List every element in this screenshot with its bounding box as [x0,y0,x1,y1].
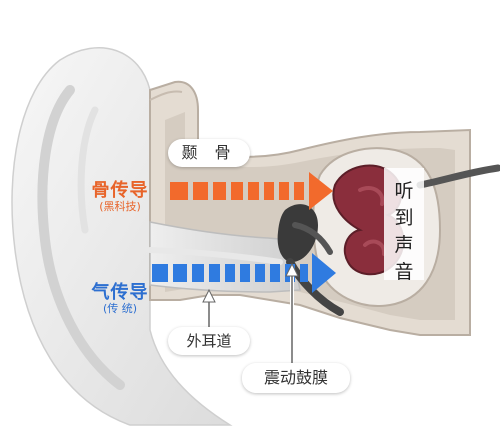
bone-conduction-label: 骨传导 [91,180,149,201]
air-conduction-label: 气传导 [91,282,149,303]
ear-canal-label: 外耳道 [168,327,250,355]
outer-ear [11,47,233,426]
bone-conduction-arrow [170,172,333,210]
bone-conduction-note: (黑科技) [99,200,141,213]
hear-sound-panel [384,168,424,280]
eardrum-pointer [285,262,299,363]
temporal-bone-label: 颞 骨 [168,139,250,167]
auditory-nerve [416,164,500,189]
hear-sound-label: 听到声音 [394,180,414,283]
air-conduction-note: (传 统) [102,302,138,315]
ear-canal-pointer [202,288,216,327]
eardrum-label: 震动鼓膜 [242,363,350,393]
